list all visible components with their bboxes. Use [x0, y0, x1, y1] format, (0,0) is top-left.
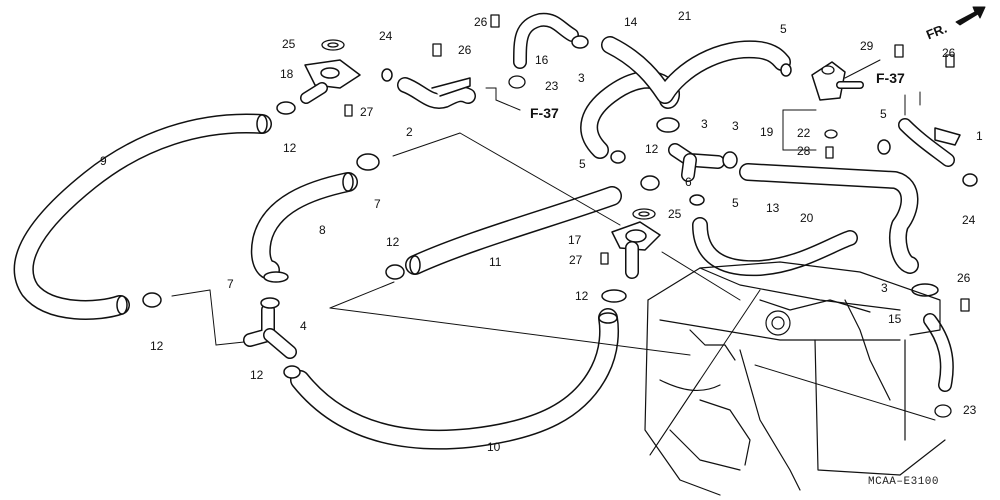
hose-16	[513, 12, 579, 69]
label-20: 20	[800, 211, 814, 225]
label-8: 8	[319, 223, 326, 237]
label-9: 9	[100, 154, 107, 168]
label-12-d: 12	[575, 289, 589, 303]
joint-4	[243, 303, 297, 359]
pipe-1	[898, 118, 961, 167]
label-15: 15	[888, 312, 902, 326]
label-12-c: 12	[386, 235, 400, 249]
label-19: 19	[760, 125, 774, 139]
label-5-b: 5	[579, 157, 586, 171]
engine-block	[644, 261, 946, 496]
label-12-a: 12	[283, 141, 297, 155]
label-3-d: 3	[881, 281, 888, 295]
label-14: 14	[624, 15, 638, 29]
label-3-a: 3	[578, 71, 585, 85]
label-29: 29	[860, 39, 874, 53]
joint-6	[668, 143, 725, 182]
label-4: 4	[300, 319, 307, 333]
hose-10	[290, 308, 619, 450]
label-23-b: 23	[963, 403, 977, 417]
hose-8	[250, 172, 358, 280]
label-12-e: 12	[150, 339, 164, 353]
hose-11	[405, 186, 622, 275]
housing-17	[611, 221, 661, 279]
label-25-a: 25	[282, 37, 296, 51]
label-25-b: 25	[668, 207, 682, 221]
hose-clamps	[142, 35, 978, 379]
leader-lines	[171, 87, 936, 456]
label-3-c: 3	[732, 119, 739, 133]
figure-code: MCAA–E3100	[868, 476, 940, 488]
label-26-a: 26	[474, 15, 488, 29]
hose-21	[601, 36, 791, 104]
label-3-b: 3	[701, 117, 708, 131]
hose-13	[739, 163, 919, 274]
label-18: 18	[280, 67, 294, 81]
label-10: 10	[487, 440, 501, 454]
label-16: 16	[535, 53, 549, 67]
label-1: 1	[976, 129, 983, 143]
label-13: 13	[766, 201, 780, 215]
label-5-d: 5	[880, 107, 887, 121]
reference-f37-left: F-37	[530, 105, 559, 121]
reference-f37-right: F-37	[876, 70, 905, 86]
label-2: 2	[406, 125, 413, 139]
label-7-a: 7	[374, 197, 381, 211]
label-26-d: 26	[957, 271, 971, 285]
label-27-a: 27	[360, 105, 374, 119]
label-23-a: 23	[545, 79, 559, 93]
label-6: 6	[685, 175, 692, 189]
label-17: 17	[568, 233, 582, 247]
fasteners	[321, 14, 970, 418]
valve-19	[811, 59, 881, 101]
hose-15	[923, 313, 954, 392]
label-24-a: 24	[379, 29, 393, 43]
pipe-2	[397, 77, 476, 109]
label-21: 21	[678, 9, 692, 23]
label-24-b: 24	[962, 213, 976, 227]
label-5-c: 5	[732, 196, 739, 210]
front-arrow-icon	[955, 6, 986, 26]
label-12-f: 12	[250, 368, 264, 382]
label-5-a: 5	[780, 22, 787, 36]
hose-20	[692, 217, 858, 277]
label-26-c: 26	[942, 46, 956, 60]
label-22: 22	[797, 126, 811, 140]
hose-9	[13, 113, 272, 320]
label-27-b: 27	[569, 253, 583, 267]
label-7-b: 7	[227, 277, 234, 291]
label-11: 11	[489, 255, 502, 269]
label-26-b: 26	[458, 43, 472, 57]
label-12-b: 12	[645, 142, 659, 156]
label-28: 28	[797, 144, 811, 158]
housing-18	[300, 59, 361, 104]
